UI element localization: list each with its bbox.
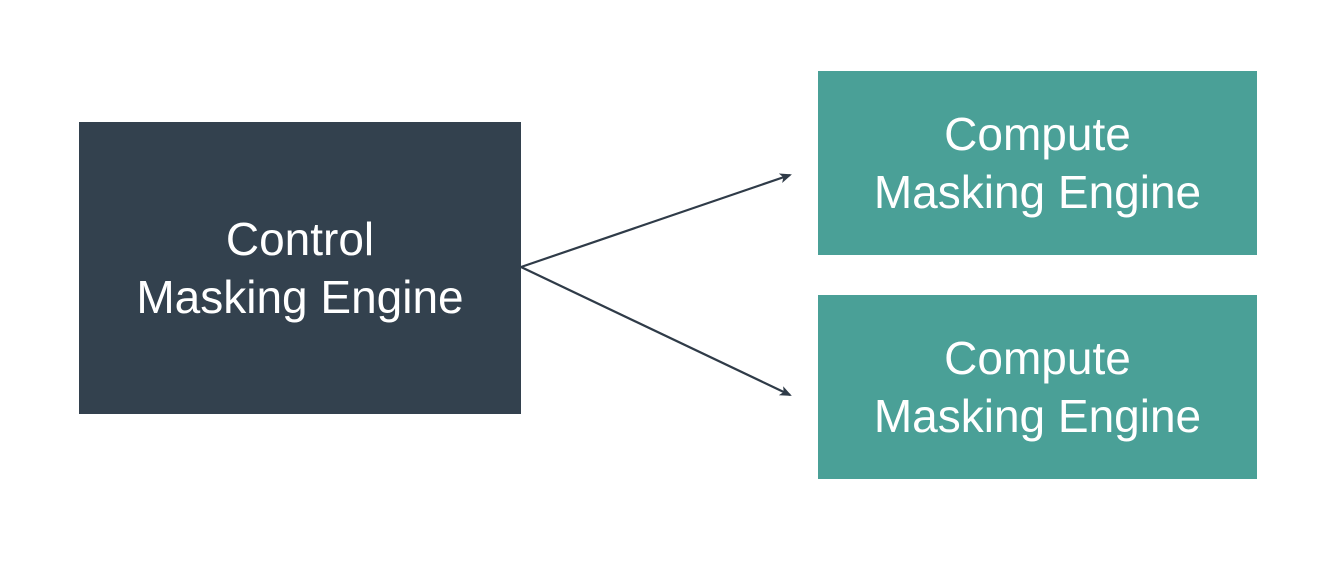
node-label-line-2: Masking Engine bbox=[873, 166, 1202, 218]
arrow-control-to-compute-1 bbox=[520, 173, 792, 269]
node-label-line-2: Masking Engine bbox=[873, 390, 1202, 442]
node-label-line-1: Control bbox=[225, 213, 375, 265]
arrow-control-to-compute-2 bbox=[520, 266, 792, 396]
compute-masking-engine-node-2: Compute Masking Engine bbox=[818, 295, 1257, 479]
compute-masking-engine-node-1: Compute Masking Engine bbox=[818, 71, 1257, 255]
node-label-line-1: Compute bbox=[944, 332, 1131, 384]
control-masking-engine-node: Control Masking Engine bbox=[79, 122, 521, 414]
node-label-line-1: Compute bbox=[944, 108, 1131, 160]
node-label-line-2: Masking Engine bbox=[136, 271, 464, 323]
